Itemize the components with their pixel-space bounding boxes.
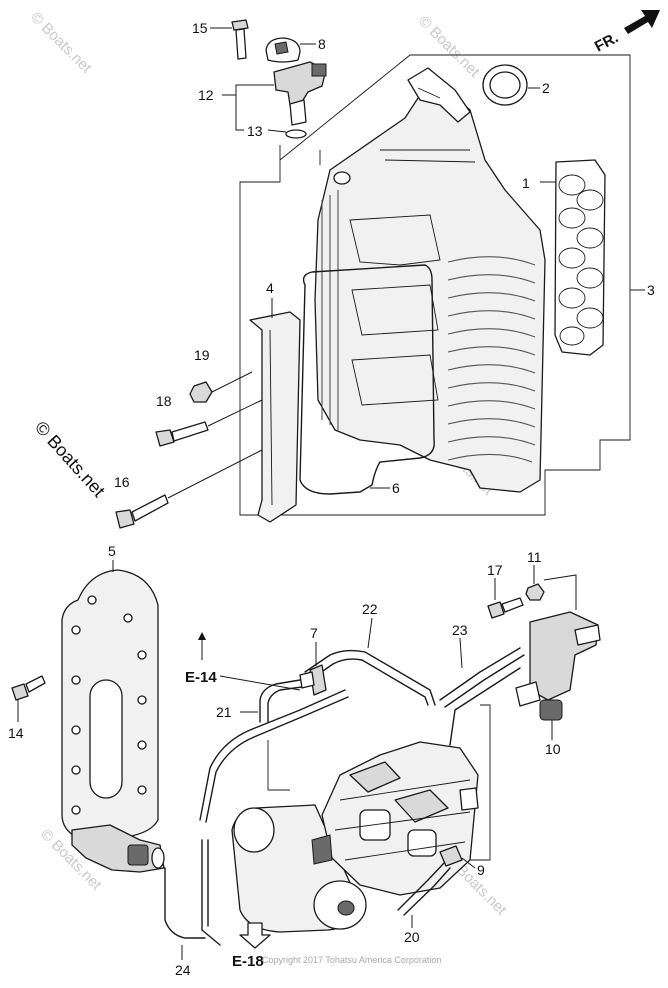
gasket-1 xyxy=(554,159,606,356)
callout-16: 16 xyxy=(114,474,130,490)
bolt-18 xyxy=(155,421,209,447)
leader-e14 xyxy=(219,675,301,691)
group-bracket-upper xyxy=(239,54,631,516)
callout-12: 12 xyxy=(198,87,214,103)
dash-guide xyxy=(279,145,321,165)
leader-11 xyxy=(533,565,577,610)
plate-4 xyxy=(249,311,301,523)
intake-manifold xyxy=(314,67,546,493)
callout-15: 15 xyxy=(192,20,208,36)
plate-5 xyxy=(61,569,159,839)
fitting-9 xyxy=(439,845,463,867)
pressure-sensor-12 xyxy=(273,61,327,126)
ref-e18-arrow xyxy=(239,922,271,949)
leader-12 xyxy=(222,84,274,131)
callout-13: 13 xyxy=(247,123,263,139)
leader-13 xyxy=(267,129,287,133)
o-ring-13 xyxy=(285,129,307,139)
callout-10: 10 xyxy=(545,741,561,757)
bolt-17 xyxy=(487,597,524,619)
bolt-14 xyxy=(11,675,46,701)
reference-e14: E-14 xyxy=(185,669,217,686)
callout-5: 5 xyxy=(108,543,116,559)
callout-19: 19 xyxy=(194,347,210,363)
callout-18: 18 xyxy=(156,393,172,409)
gasket-6 xyxy=(299,264,435,495)
ref-e14-arrow xyxy=(198,632,206,660)
leader-19 xyxy=(211,371,253,393)
callout-14: 14 xyxy=(8,725,24,741)
solenoid-valve-10 xyxy=(515,611,601,721)
nut-11 xyxy=(525,583,545,601)
cap-8 xyxy=(265,37,301,63)
callout-20: 20 xyxy=(404,929,420,945)
leader-22 xyxy=(367,617,373,649)
nut-19 xyxy=(189,381,213,403)
callout-9: 9 xyxy=(477,862,485,878)
watermark-large: © Boats.net xyxy=(31,417,109,500)
leader-23 xyxy=(459,637,463,669)
callout-23: 23 xyxy=(452,622,468,638)
watermark: © Boats.net xyxy=(27,9,95,77)
valve-assembly xyxy=(71,824,206,939)
joint-7 xyxy=(299,664,327,696)
copyright-notice: Copyright 2017 Tohatsu America Corporati… xyxy=(262,955,441,965)
front-direction-indicator: FR. xyxy=(592,10,660,56)
bolt-15 xyxy=(231,19,249,60)
callout-labels: 15 8 2 12 13 1 4 3 19 18 16 6 5 11 17 22… xyxy=(8,20,655,978)
callout-6: 6 xyxy=(392,480,400,496)
callout-22: 22 xyxy=(362,601,378,617)
callout-2: 2 xyxy=(542,80,550,96)
manifold-ribs xyxy=(321,190,536,463)
throttle-body-assembly xyxy=(311,741,479,896)
callout-11: 11 xyxy=(527,549,542,565)
callout-21: 21 xyxy=(216,704,232,720)
callout-3: 3 xyxy=(647,282,655,298)
callout-1: 1 xyxy=(522,175,530,191)
callout-4: 4 xyxy=(266,280,274,296)
o-ring-2 xyxy=(482,64,528,106)
callout-24: 24 xyxy=(175,962,191,978)
leader-18 xyxy=(207,399,263,427)
hoses xyxy=(199,647,525,946)
leader-9 xyxy=(461,857,476,869)
front-label: FR. xyxy=(592,29,621,55)
reference-e18: E-18 xyxy=(232,953,264,970)
hose-20 xyxy=(397,861,451,916)
callout-17: 17 xyxy=(487,562,503,578)
bolt-16 xyxy=(115,494,169,529)
callout-7: 7 xyxy=(310,625,318,641)
leader-16 xyxy=(167,449,263,499)
front-arrow-icon xyxy=(624,10,660,34)
callout-8: 8 xyxy=(318,36,326,52)
